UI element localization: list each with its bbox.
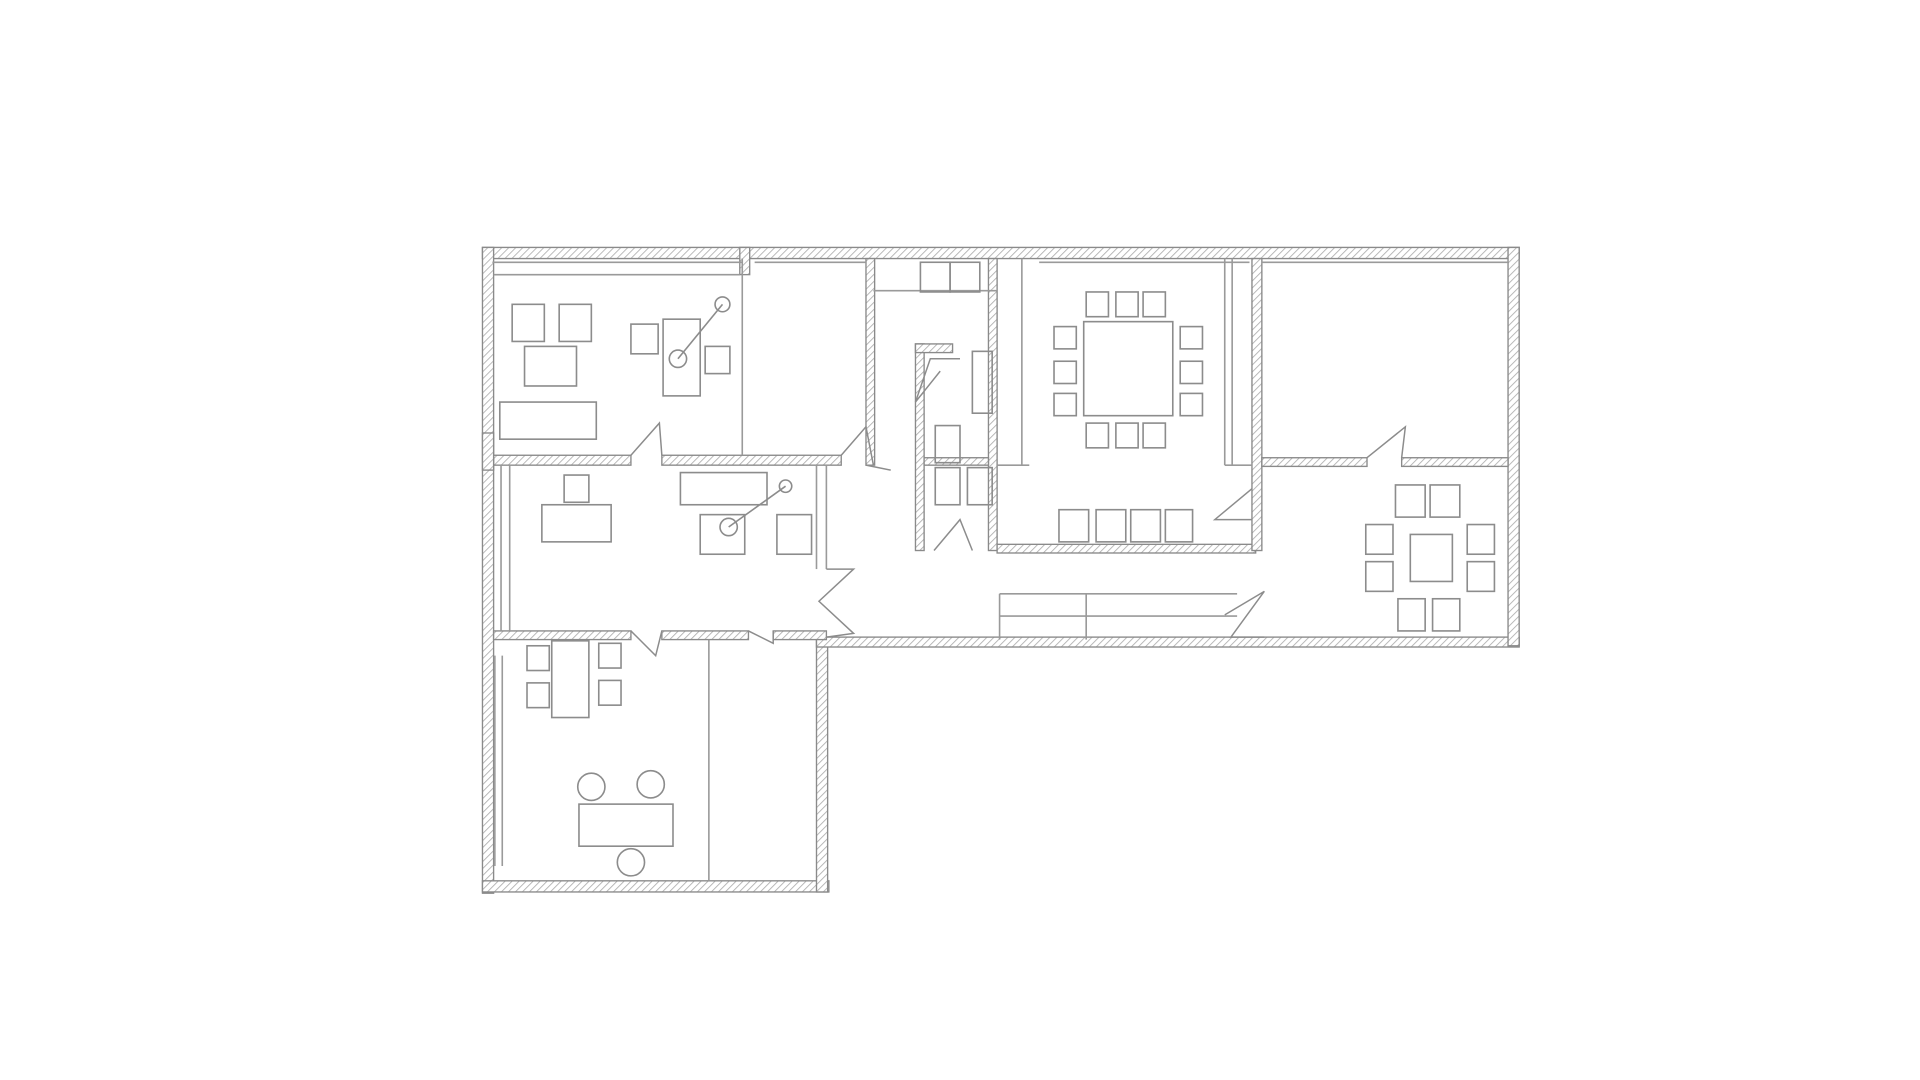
chair bbox=[526, 644, 551, 672]
chair bbox=[1095, 508, 1127, 543]
chair bbox=[1364, 560, 1394, 593]
chair bbox=[1053, 392, 1078, 417]
door-swing bbox=[865, 464, 891, 471]
lamp-arm bbox=[677, 303, 724, 360]
wall-segment bbox=[914, 343, 925, 552]
wall-segment bbox=[481, 246, 495, 894]
cabinet bbox=[934, 424, 961, 464]
chair bbox=[1397, 597, 1426, 632]
chair bbox=[1179, 360, 1204, 385]
chair bbox=[630, 323, 659, 355]
partition-layer bbox=[492, 258, 1509, 881]
chair bbox=[1164, 508, 1194, 543]
door-swing bbox=[630, 630, 663, 658]
door-swing bbox=[1212, 488, 1253, 521]
wall-segment bbox=[772, 630, 828, 641]
chair bbox=[597, 679, 622, 706]
chair bbox=[526, 682, 551, 709]
door-swing bbox=[933, 518, 974, 551]
chair bbox=[1053, 325, 1078, 350]
doors-layer bbox=[630, 358, 1407, 658]
wall-segment bbox=[481, 880, 830, 893]
chair bbox=[1085, 422, 1110, 449]
wall-segment bbox=[914, 343, 954, 354]
chair bbox=[1179, 392, 1204, 417]
sofa bbox=[679, 471, 768, 506]
wall-segment bbox=[1400, 457, 1509, 468]
chair bbox=[1179, 325, 1204, 350]
wall-segment bbox=[481, 432, 495, 471]
door-swing bbox=[630, 421, 663, 456]
door-swing bbox=[817, 568, 856, 638]
door-swing bbox=[1224, 590, 1265, 638]
wall-segment bbox=[492, 630, 632, 641]
lamp bbox=[778, 479, 793, 494]
armchair bbox=[511, 303, 546, 343]
chair bbox=[1431, 597, 1461, 632]
chair bbox=[1429, 484, 1461, 518]
stool bbox=[636, 769, 666, 799]
chair bbox=[1058, 508, 1090, 543]
wall-segment bbox=[815, 636, 829, 893]
wall-segment bbox=[661, 454, 842, 466]
chair bbox=[597, 642, 622, 669]
chair bbox=[1142, 422, 1167, 449]
chair bbox=[1466, 560, 1496, 593]
stool bbox=[576, 772, 606, 802]
chair bbox=[776, 513, 813, 556]
lamp-arm bbox=[728, 485, 787, 528]
wall-segment bbox=[865, 257, 876, 466]
chair bbox=[1115, 422, 1139, 449]
desk bbox=[541, 503, 612, 543]
wall-segment bbox=[481, 246, 1520, 260]
door-swing bbox=[1366, 425, 1407, 459]
chair bbox=[1394, 484, 1426, 518]
door-swing bbox=[840, 425, 875, 466]
cabinet bbox=[919, 261, 951, 293]
door-swing bbox=[748, 630, 774, 645]
door-swing bbox=[914, 358, 960, 403]
table bbox=[578, 803, 674, 847]
armchair bbox=[558, 303, 593, 343]
chair bbox=[1115, 291, 1139, 318]
chair bbox=[1053, 360, 1078, 385]
chair bbox=[704, 345, 731, 375]
stool bbox=[616, 847, 646, 877]
walls-layer bbox=[481, 246, 1520, 894]
lamp bbox=[668, 349, 688, 369]
chair bbox=[563, 474, 590, 504]
table bbox=[1409, 533, 1454, 583]
wall-segment bbox=[661, 630, 750, 641]
wall-segment bbox=[1507, 246, 1520, 647]
desk bbox=[550, 640, 590, 719]
chair bbox=[1142, 291, 1167, 318]
wall-segment bbox=[739, 246, 751, 276]
chair bbox=[1364, 523, 1394, 556]
furniture-layer bbox=[498, 261, 1496, 877]
conference-table bbox=[1082, 320, 1174, 417]
lamp bbox=[714, 296, 731, 313]
shelf bbox=[971, 350, 993, 415]
desk bbox=[699, 513, 746, 556]
coffee-table bbox=[523, 345, 578, 387]
desk bbox=[662, 318, 702, 397]
wall-segment bbox=[996, 543, 1257, 554]
wall-segment bbox=[1261, 457, 1368, 468]
chair bbox=[1085, 291, 1110, 318]
sofa bbox=[498, 401, 598, 440]
wall-segment bbox=[1251, 257, 1263, 552]
cabinet bbox=[934, 466, 961, 506]
chair bbox=[1466, 523, 1496, 556]
wall-segment bbox=[923, 457, 990, 466]
wall-segment bbox=[815, 636, 1520, 648]
chair bbox=[1129, 508, 1162, 543]
wall-segment bbox=[492, 454, 632, 466]
cabinet bbox=[949, 261, 981, 293]
lamp bbox=[719, 517, 739, 537]
cabinet bbox=[966, 466, 993, 506]
